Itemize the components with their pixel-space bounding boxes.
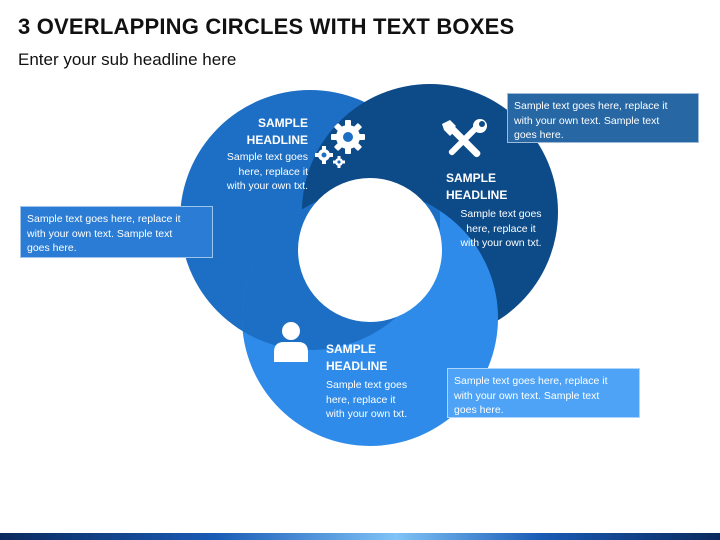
circle-top-right-body: Sample text goes here, replace it with y… [460, 208, 542, 249]
user-icon [272, 320, 310, 362]
callout-top-right: Sample text goes here, replace it with y… [507, 93, 699, 143]
circle-bottom-headline: SAMPLE HEADLINE [326, 342, 388, 373]
page-subtitle: Enter your sub headline here [18, 50, 237, 69]
circle-top-left-overlap [242, 190, 440, 350]
circle-top-right-headline: SAMPLE HEADLINE [446, 171, 508, 202]
circle-top-left-body: Sample text goes here, replace it with y… [226, 151, 308, 192]
circle-top-left-text: SAMPLE HEADLINE Sample text goes here, r… [206, 115, 308, 194]
circle-bottom-body: Sample text goes here, replace it with y… [326, 379, 408, 420]
gears-icon [312, 116, 372, 170]
circle-top-right-text: SAMPLE HEADLINE Sample text goes here, r… [446, 170, 556, 251]
circle-top-left-headline: SAMPLE HEADLINE [246, 116, 308, 147]
callout-bottom-right: Sample text goes here, replace it with y… [447, 368, 640, 418]
bottom-accent-bar [0, 533, 720, 540]
tools-icon [440, 118, 488, 162]
callout-left: Sample text goes here, replace it with y… [20, 206, 213, 258]
circle-bottom-text: SAMPLE HEADLINE Sample text goes here, r… [326, 341, 436, 422]
page-title: 3 OVERLAPPING CIRCLES WITH TEXT BOXES [18, 14, 515, 39]
